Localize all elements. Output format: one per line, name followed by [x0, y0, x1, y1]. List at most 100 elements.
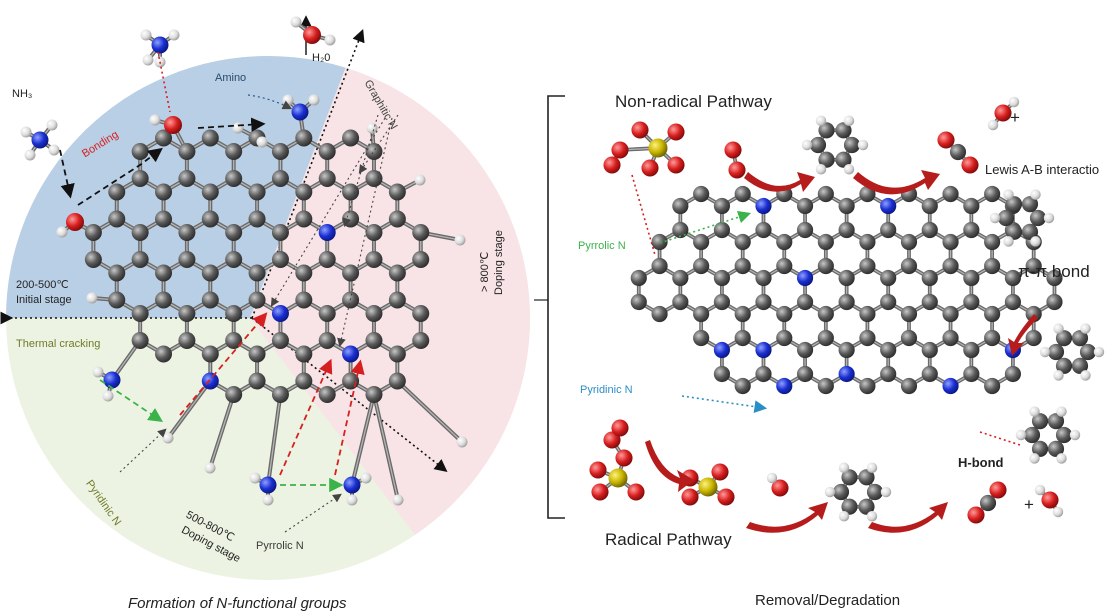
carbon-atom — [271, 332, 289, 349]
carbon-atom — [734, 257, 751, 275]
carbon-atom — [900, 233, 918, 251]
carbon-atom — [997, 209, 1015, 227]
carbon-atom — [388, 210, 406, 228]
bond-highlight — [167, 380, 211, 439]
nitrogen-atom — [103, 371, 121, 389]
oxygen-atom — [967, 506, 985, 524]
carbon-atom — [672, 221, 689, 239]
carbon-atom — [155, 183, 173, 201]
hydrogen-atom — [815, 164, 827, 175]
hydrogen-atom — [1053, 323, 1064, 334]
carbon-atom — [248, 372, 266, 390]
pyrrolic-n-left-label: Pyrrolic N — [256, 540, 304, 552]
hydrogen-atom — [866, 511, 878, 522]
nitrogen-atom — [291, 103, 309, 121]
carbon-atom — [776, 257, 793, 275]
carbon-atom — [796, 293, 814, 311]
carbon-atom — [318, 332, 336, 349]
carbon-atom — [755, 221, 772, 239]
carbon-atom — [921, 269, 938, 287]
hydrogen-atom — [346, 494, 358, 506]
hydrogen-atom — [1056, 453, 1067, 464]
carbon-atom — [693, 185, 710, 203]
hydrogen-atom — [801, 139, 813, 151]
oxygen-atom — [627, 483, 645, 501]
carbon-atom — [1023, 426, 1041, 444]
carbon-atom — [963, 269, 980, 287]
nitrogen-atom — [776, 377, 793, 395]
carbon-atom — [817, 305, 834, 323]
carbon-atom — [342, 129, 360, 147]
carbon-atom — [900, 329, 918, 347]
hydrogen-atom — [56, 226, 68, 238]
carbon-atom — [755, 269, 772, 287]
hydrogen-atom — [456, 436, 468, 448]
hydrogen-atom — [86, 292, 98, 304]
nitrogen-atom — [942, 377, 959, 395]
hydrogen-atom — [1015, 429, 1027, 441]
carbon-atom — [1031, 413, 1049, 430]
carbon-atom — [365, 224, 383, 241]
hydrogen-atom — [843, 164, 855, 175]
carbon-atom — [225, 305, 243, 322]
carbon-atom — [796, 341, 814, 359]
hydrogen-atom — [766, 472, 778, 484]
hydrogen-atom — [232, 122, 244, 134]
carbon-atom — [295, 210, 313, 228]
hydrogen-atom — [1080, 323, 1091, 334]
oxygen-atom — [937, 131, 955, 149]
carbon-atom — [1055, 357, 1073, 374]
thermal-cracking-label: Thermal cracking — [16, 338, 101, 350]
carbon-atom — [225, 332, 243, 349]
carbon-atom — [942, 257, 959, 275]
carbon-atom — [796, 221, 814, 239]
carbon-atom — [318, 143, 336, 160]
carbon-atom — [412, 224, 430, 241]
carbon-atom — [318, 251, 336, 268]
oxygen-atom — [681, 488, 699, 506]
nh3-label: NH₃ — [12, 88, 33, 100]
hydrogen-atom — [1056, 406, 1067, 417]
oxygen-atom — [603, 431, 621, 449]
carbon-atom — [1071, 330, 1089, 347]
nitrogen-atom — [796, 269, 814, 287]
carbon-atom — [1025, 257, 1042, 275]
carbon-atom — [900, 305, 918, 323]
carbon-atom — [921, 293, 938, 311]
carbon-atom — [318, 170, 336, 187]
bond-highlight — [396, 380, 463, 443]
carbon-atom — [1029, 209, 1047, 227]
carbon-atom — [817, 257, 834, 275]
oxygen-atom — [667, 123, 685, 141]
carbon-atom — [1021, 196, 1039, 213]
carbon-atom — [984, 305, 1001, 323]
oxygen-atom — [994, 104, 1012, 122]
carbon-atom — [859, 377, 876, 395]
nitrogen-atom — [151, 36, 169, 54]
carbon-atom — [963, 341, 980, 359]
carbon-atom — [131, 170, 149, 187]
hydrogen-atom — [308, 94, 320, 106]
carbon-atom — [388, 291, 406, 309]
nitrogen-atom — [755, 341, 772, 359]
carbon-atom — [1055, 330, 1073, 347]
carbon-atom — [412, 332, 430, 349]
bond-highlight — [267, 393, 282, 486]
carbon-atom — [1005, 223, 1023, 240]
carbon-atom — [843, 136, 861, 154]
carbon-atom — [248, 345, 266, 363]
carbon-atom — [84, 251, 102, 268]
carbon-atom — [963, 365, 980, 383]
oxygen-atom — [724, 141, 742, 159]
carbon-atom — [155, 129, 173, 147]
carbon-atom — [713, 197, 730, 215]
carbon-atom — [201, 129, 219, 147]
carbon-atom — [858, 469, 875, 486]
carbon-atom — [818, 151, 835, 168]
carbon-atom — [1047, 343, 1065, 361]
hydrogen-atom — [1093, 346, 1105, 358]
oxygen-atom — [728, 161, 746, 179]
hydrogen-atom — [1069, 429, 1081, 441]
hydrogen-atom — [866, 462, 878, 473]
hydrogen-atom — [989, 212, 1001, 224]
